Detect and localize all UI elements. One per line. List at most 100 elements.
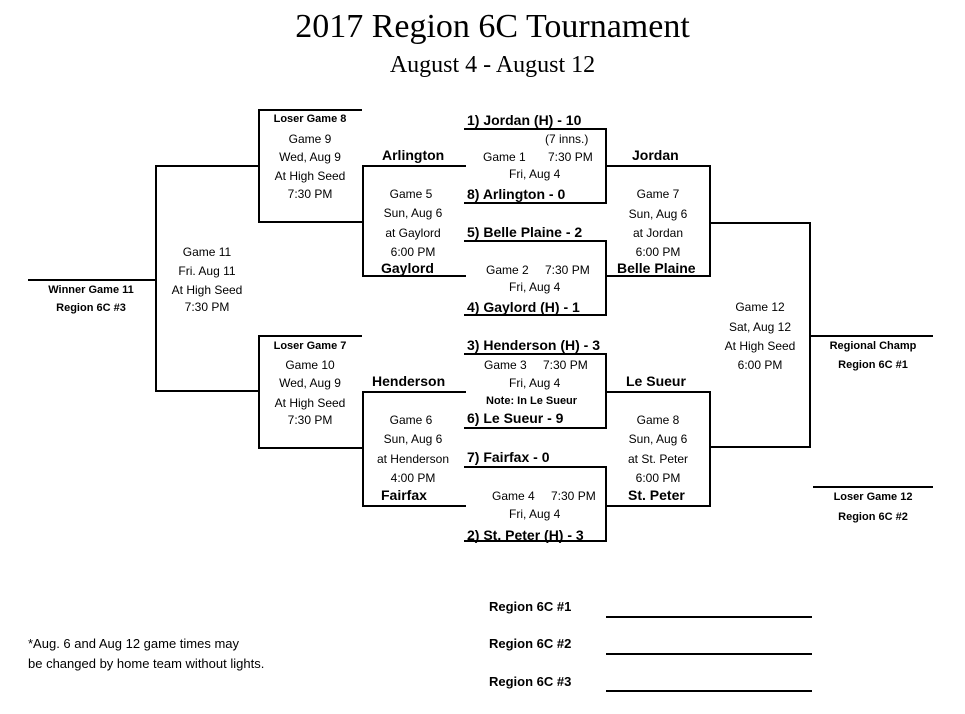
region3-outcome: Region 6C #3 bbox=[56, 302, 126, 314]
game9-header: Loser Game 8 bbox=[273, 113, 347, 125]
game3-time: 7:30 PM bbox=[543, 358, 588, 372]
bracket-line bbox=[709, 165, 711, 277]
game1-label: Game 1 bbox=[483, 150, 526, 164]
bracket-line bbox=[709, 446, 811, 448]
bracket-line bbox=[258, 109, 362, 111]
game1-note: (7 inns.) bbox=[545, 132, 589, 146]
footnote-line2: be changed by home team without lights. bbox=[28, 656, 265, 671]
team-belle-plaine: Belle Plaine bbox=[617, 260, 696, 276]
regional-champ-label: Regional Champ bbox=[829, 340, 917, 352]
bracket-line bbox=[362, 165, 466, 167]
bracket-line bbox=[709, 391, 711, 507]
team-gaylord: Gaylord bbox=[381, 260, 434, 276]
game7-date: Sun, Aug 6 bbox=[628, 207, 688, 221]
seed-2-st-peter: 2) St. Peter (H) - 3 bbox=[467, 527, 584, 543]
bracket-line bbox=[709, 222, 811, 224]
game6-label: Game 6 bbox=[389, 413, 433, 427]
bracket-line bbox=[155, 165, 260, 167]
game12-time: 6:00 PM bbox=[737, 358, 783, 372]
game4-time: 7:30 PM bbox=[551, 489, 596, 503]
bracket-line bbox=[258, 335, 260, 449]
game11-time: 7:30 PM bbox=[184, 300, 230, 314]
bracket-line bbox=[155, 390, 260, 392]
bracket-line bbox=[258, 447, 364, 449]
game10-location: At High Seed bbox=[274, 396, 346, 410]
game4-label: Game 4 bbox=[492, 489, 535, 503]
game9-date: Wed, Aug 9 bbox=[279, 150, 341, 164]
bracket-line bbox=[813, 486, 933, 488]
bracket-line bbox=[258, 335, 362, 337]
game8-date: Sun, Aug 6 bbox=[628, 432, 688, 446]
bracket-line bbox=[464, 128, 607, 130]
game3-date: Fri, Aug 4 bbox=[509, 376, 561, 390]
team-arlington: Arlington bbox=[382, 147, 445, 163]
game12-label: Game 12 bbox=[735, 300, 785, 314]
seed-5-belle-plaine: 5) Belle Plaine - 2 bbox=[467, 224, 583, 240]
bracket-line bbox=[464, 202, 607, 204]
game10-date: Wed, Aug 9 bbox=[279, 376, 341, 390]
game3-note: Note: In Le Sueur bbox=[486, 395, 578, 407]
winner-game11-label: Winner Game 11 bbox=[48, 284, 134, 296]
game5-label: Game 5 bbox=[389, 187, 433, 201]
game10-label: Game 10 bbox=[285, 358, 335, 372]
team-fairfax: Fairfax bbox=[381, 487, 427, 503]
game9-location: At High Seed bbox=[274, 169, 346, 183]
game12-location: At High Seed bbox=[724, 339, 796, 353]
game2-date: Fri, Aug 4 bbox=[509, 280, 561, 294]
game8-label: Game 8 bbox=[636, 413, 680, 427]
bracket-line bbox=[362, 505, 466, 507]
bracket-line bbox=[155, 165, 157, 392]
bracket-line bbox=[464, 240, 607, 242]
footnote-line1: *Aug. 6 and Aug 12 game times may bbox=[28, 636, 240, 651]
summary-region2-label: Region 6C #2 bbox=[489, 636, 572, 651]
game10-time: 7:30 PM bbox=[287, 413, 333, 427]
team-jordan: Jordan bbox=[632, 147, 679, 163]
game11-location: At High Seed bbox=[171, 283, 243, 297]
game2-label: Game 2 bbox=[486, 263, 529, 277]
bracket-line bbox=[605, 466, 607, 542]
game5-time: 6:00 PM bbox=[390, 245, 436, 259]
game4-date: Fri, Aug 4 bbox=[509, 507, 561, 521]
bracket-line bbox=[605, 505, 711, 507]
game10-header: Loser Game 7 bbox=[273, 340, 347, 352]
bracket-line bbox=[28, 279, 157, 281]
seed-3-henderson: 3) Henderson (H) - 3 bbox=[467, 337, 601, 353]
team-henderson: Henderson bbox=[372, 373, 446, 389]
game2-time: 7:30 PM bbox=[545, 263, 590, 277]
game1-time: 7:30 PM bbox=[548, 150, 593, 164]
region1-blank bbox=[606, 616, 812, 618]
game9-time: 7:30 PM bbox=[287, 187, 333, 201]
region2-outcome: Region 6C #2 bbox=[838, 511, 908, 523]
game1-date: Fri, Aug 4 bbox=[509, 167, 561, 181]
bracket-line bbox=[362, 275, 466, 277]
game5-location: at Gaylord bbox=[385, 226, 441, 240]
game7-location: at Jordan bbox=[632, 226, 684, 240]
game6-location: at Henderson bbox=[376, 452, 450, 466]
region2-blank bbox=[606, 653, 812, 655]
bracket-line bbox=[464, 353, 607, 355]
team-st-peter: St. Peter bbox=[628, 487, 685, 503]
seed-8-arlington: 8) Arlington - 0 bbox=[467, 186, 566, 202]
bracket-line bbox=[605, 240, 607, 316]
game11-label: Game 11 bbox=[182, 245, 232, 259]
game6-date: Sun, Aug 6 bbox=[383, 432, 443, 446]
bracket-line bbox=[464, 540, 607, 542]
game9-label: Game 9 bbox=[288, 132, 332, 146]
region3-blank bbox=[606, 690, 812, 692]
game5-date: Sun, Aug 6 bbox=[383, 206, 443, 220]
seed-6-le-sueur: 6) Le Sueur - 9 bbox=[467, 410, 564, 426]
bracket-line bbox=[258, 221, 364, 223]
bracket-line bbox=[362, 391, 466, 393]
game11-date: Fri. Aug 11 bbox=[178, 264, 236, 278]
game8-location: at St. Peter bbox=[627, 452, 689, 466]
bracket-line bbox=[464, 466, 607, 468]
game3-label: Game 3 bbox=[484, 358, 527, 372]
region1-outcome: Region 6C #1 bbox=[838, 359, 908, 371]
page-title: 2017 Region 6C Tournament bbox=[295, 8, 690, 45]
bracket-line bbox=[464, 314, 607, 316]
bracket-line bbox=[605, 391, 711, 393]
team-le-sueur: Le Sueur bbox=[626, 373, 686, 389]
game7-label: Game 7 bbox=[636, 187, 680, 201]
game12-date: Sat, Aug 12 bbox=[728, 320, 792, 334]
summary-region3-label: Region 6C #3 bbox=[489, 674, 572, 689]
